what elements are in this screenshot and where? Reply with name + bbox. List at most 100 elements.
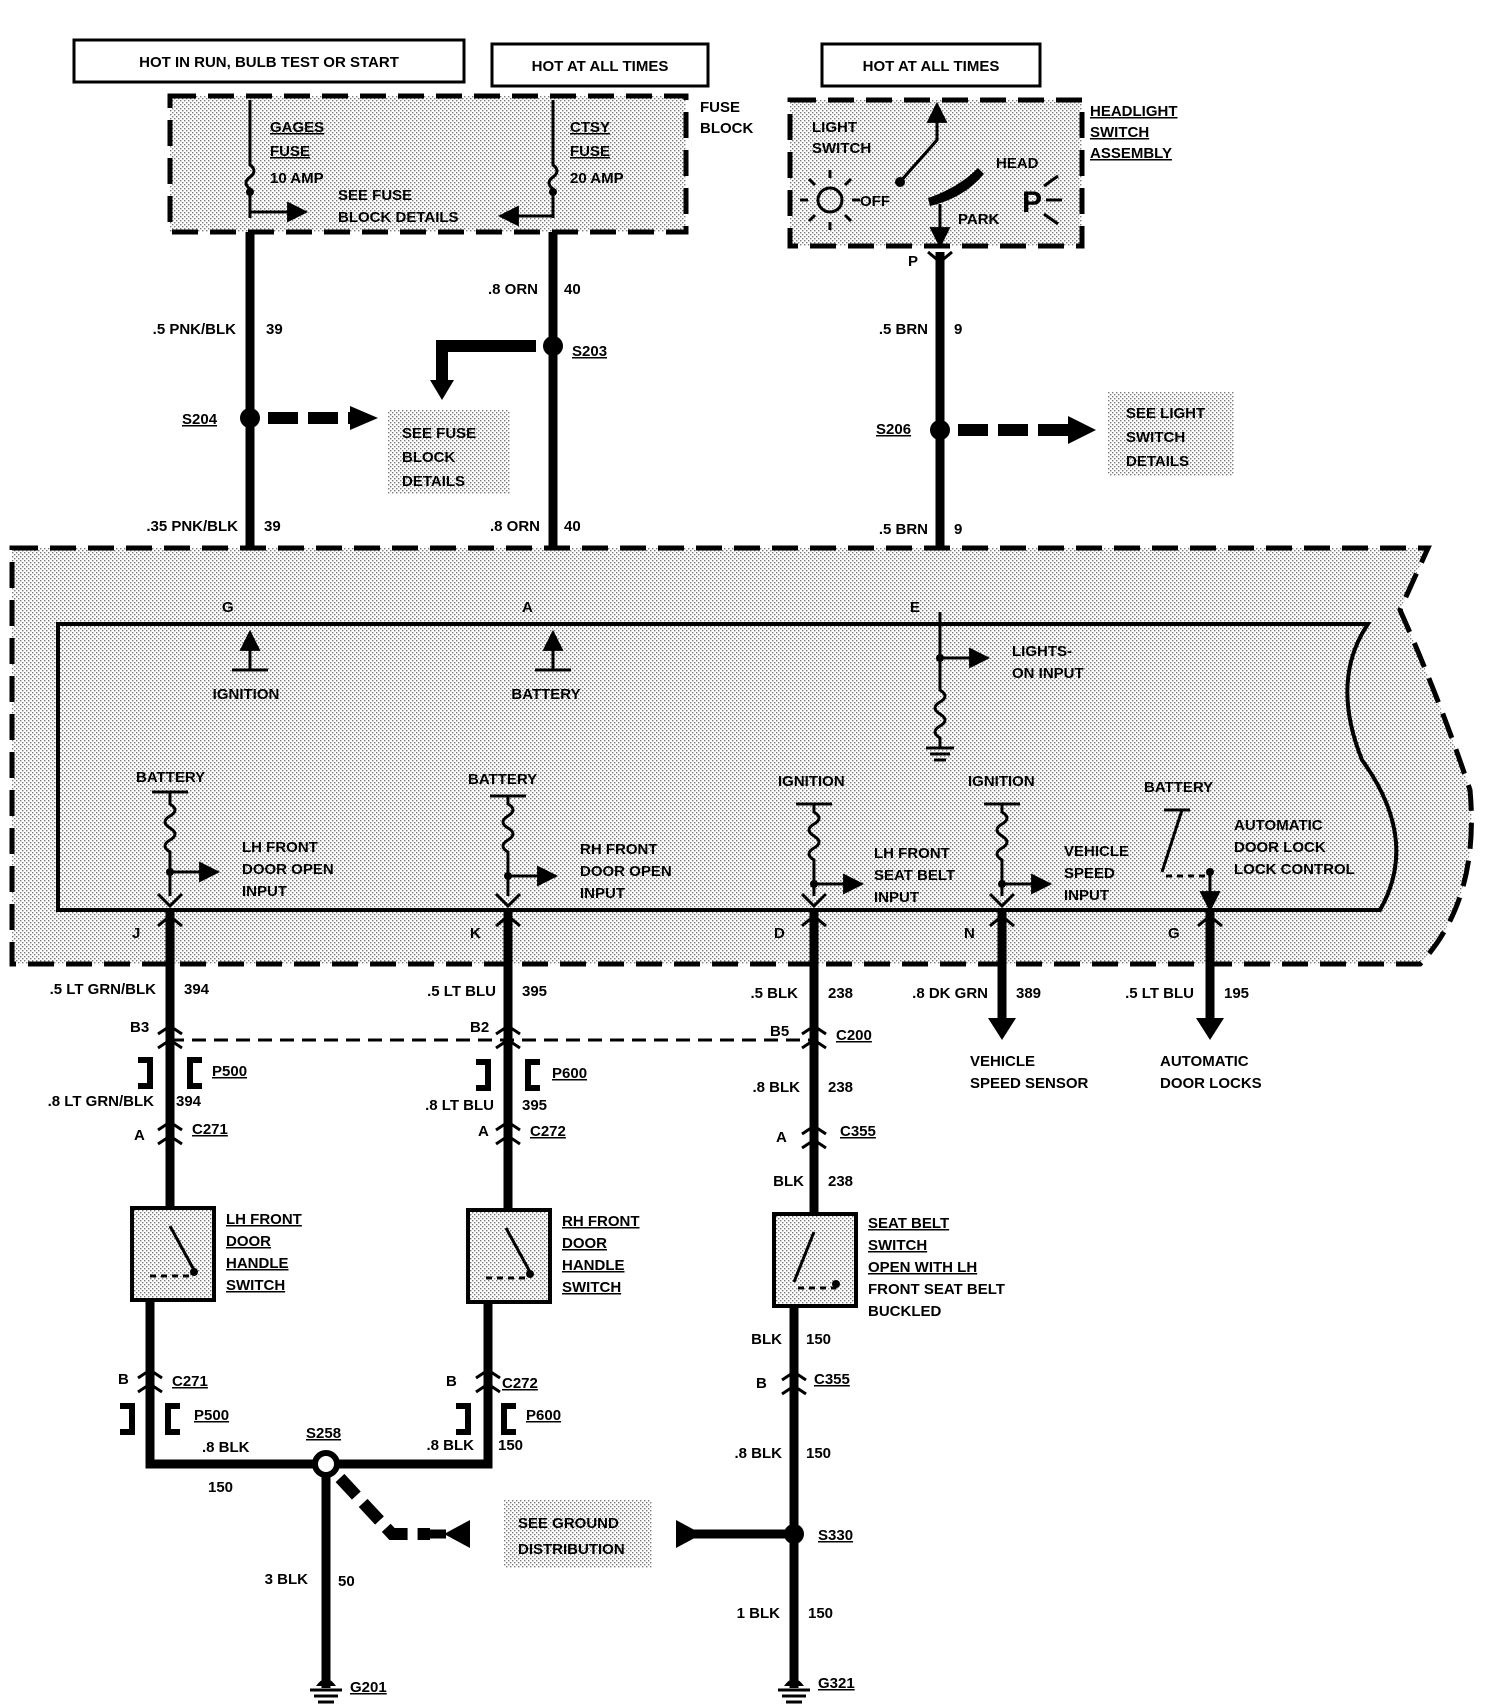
- wire-150-label: .8 BLK: [734, 1445, 782, 1462]
- light-rays-icon: [1043, 174, 1062, 226]
- wire-39-label: .35 PNK/BLK: [146, 518, 238, 535]
- connector-p500-label: P500: [194, 1407, 229, 1424]
- wire-395-label: .8 LT BLU: [425, 1097, 494, 1114]
- arrow-head: [444, 1520, 470, 1548]
- headlight-assembly-label: HEADLIGHT: [1090, 103, 1178, 120]
- wire-238-label: BLK: [773, 1173, 804, 1190]
- ground-icon: [784, 1679, 804, 1686]
- ignition-label-2: IGNITION: [968, 773, 1035, 790]
- connector-c355-label: C355: [840, 1123, 876, 1140]
- vehicle-speed-label: VEHICLE: [1064, 843, 1129, 860]
- module-pin-j: J: [132, 925, 140, 942]
- header-all2: HOT AT ALL TIMES: [863, 58, 1000, 75]
- pin-b5-label: B5: [770, 1023, 789, 1040]
- head-label: HEAD: [996, 155, 1039, 172]
- vss-label: SPEED SENSOR: [970, 1075, 1089, 1092]
- gages-fuse-label: FUSE: [270, 143, 310, 160]
- pin-a-label: A: [776, 1129, 787, 1146]
- lh-front-door-label: INPUT: [242, 883, 287, 900]
- wire-394-circuit: 394: [184, 981, 210, 998]
- pin-b-label: B: [446, 1373, 457, 1390]
- wire-395-circuit: 395: [522, 1097, 547, 1114]
- splice-s204: [240, 408, 260, 428]
- wire-238-label: .5 BLK: [750, 985, 798, 1002]
- connector-p600-lower: [456, 1403, 516, 1435]
- wire-40-circuit: 40: [564, 518, 581, 535]
- module-inner: [56, 622, 1399, 912]
- rh-front-door-label: INPUT: [580, 885, 625, 902]
- splice-s204-label: S204: [182, 411, 218, 428]
- connector-p500-upper: [138, 1057, 202, 1089]
- sun-rays-icon: [800, 170, 860, 230]
- connector-c271-label: C271: [192, 1121, 228, 1138]
- splice-s330-label: S330: [818, 1527, 853, 1544]
- ground-g201-label: G201: [350, 1679, 387, 1696]
- fuse-junction: [549, 188, 557, 196]
- arrow-head: [350, 406, 378, 430]
- see-fuse-details-label: BLOCK DETAILS: [338, 209, 459, 226]
- vehicle-speed-label: SPEED: [1064, 865, 1115, 882]
- splice-s203: [543, 336, 563, 356]
- wire-40-label: .8 ORN: [490, 518, 540, 535]
- wire-150-circuit: 150: [808, 1605, 833, 1622]
- wire-150-label: BLK: [751, 1331, 782, 1348]
- seat-switch-label: BUCKLED: [868, 1303, 941, 1320]
- connector-c272-label: C272: [502, 1375, 538, 1392]
- connector-chevron: [989, 914, 1015, 928]
- connector-p600-label: P600: [552, 1065, 587, 1082]
- lh-seat-belt-label: LH FRONT: [874, 845, 950, 862]
- splice-s330: [784, 1524, 804, 1544]
- auto-lock-label: LOCK CONTROL: [1234, 861, 1355, 878]
- ctsy-fuse-label: FUSE: [570, 143, 610, 160]
- wire-389-label: .8 DK GRN: [912, 985, 988, 1002]
- wire-394-label: .8 LT GRN/BLK: [48, 1093, 155, 1110]
- wire-150-circuit: 150: [806, 1331, 831, 1348]
- vss-arrow-head: [988, 1018, 1016, 1040]
- fuse-block: [167, 93, 689, 235]
- lh-door-handle-switch: [130, 1206, 216, 1302]
- connector-p500-label: P500: [212, 1063, 247, 1080]
- lh-switch-label: DOOR: [226, 1233, 271, 1250]
- wire-50-circuit: 50: [338, 1573, 355, 1590]
- ground-icon: [316, 1679, 336, 1686]
- ctsy-fuse-label: 20 AMP: [570, 170, 624, 187]
- see-ground-label: SEE GROUND: [518, 1515, 619, 1532]
- wire-39-label: .5 PNK/BLK: [153, 321, 237, 338]
- arrow-head: [1068, 416, 1096, 444]
- wire-395-circuit: 395: [522, 983, 547, 1000]
- seat-belt-switch: [772, 1212, 858, 1308]
- connector-c355-b: [781, 1370, 807, 1396]
- connector-c200-b5: [801, 1024, 827, 1050]
- connector-p600-upper: [476, 1059, 540, 1091]
- see-fuse-block-box: [388, 410, 510, 494]
- pin-a-label: A: [134, 1127, 145, 1144]
- ground-g321-label: G321: [818, 1675, 855, 1692]
- lh-switch-label: SWITCH: [226, 1277, 285, 1294]
- module-pin-g: G: [222, 599, 234, 616]
- ignition-top-label: IGNITION: [213, 686, 280, 703]
- wire-150-circuit: 150: [806, 1445, 831, 1462]
- wire-40-label: .8 ORN: [488, 281, 538, 298]
- wire-238-circuit: 238: [828, 1079, 853, 1096]
- splice-s206: [930, 420, 950, 440]
- header-box-all1: [490, 42, 710, 88]
- light-switch-pivot: [895, 177, 905, 187]
- header-box-run: [72, 38, 466, 84]
- adl-label: AUTOMATIC: [1160, 1053, 1249, 1070]
- arrow-head: [430, 380, 454, 400]
- splice-s258-label: S258: [306, 1425, 341, 1442]
- splice-s206-label: S206: [876, 421, 911, 438]
- see-fuse-block-label: DETAILS: [402, 473, 465, 490]
- wire-9-label: .5 BRN: [879, 521, 928, 538]
- seat-switch-label: OPEN WITH LH: [868, 1259, 977, 1276]
- wire-195-label: .5 LT BLU: [1125, 985, 1194, 1002]
- wire-9-circuit: 9: [954, 521, 962, 538]
- battery-top-label: BATTERY: [511, 686, 580, 703]
- module-pin-g-bottom: G: [1168, 925, 1180, 942]
- light-switch-label: SWITCH: [812, 140, 871, 157]
- ground-icon: [926, 746, 954, 762]
- wire-238-label: .8 BLK: [752, 1079, 800, 1096]
- connector-c271-label: C271: [172, 1373, 208, 1390]
- connector-chevron: [927, 250, 953, 264]
- rh-switch-label: SWITCH: [562, 1279, 621, 1296]
